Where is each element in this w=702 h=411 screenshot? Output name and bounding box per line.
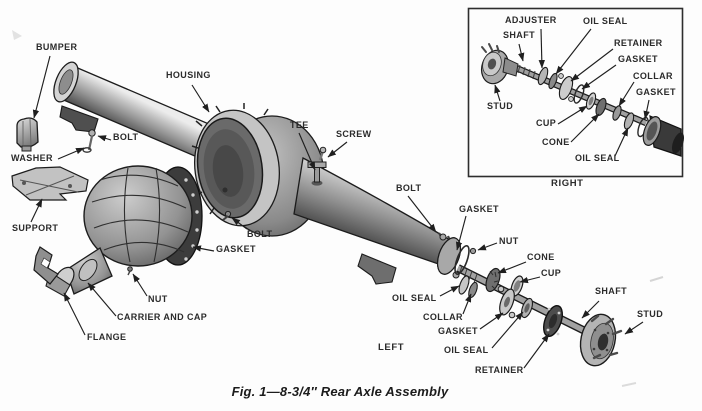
label-oil-seal-housing: OIL SEAL	[392, 293, 437, 303]
inset-label-collar: COLLAR	[633, 71, 673, 81]
support-bracket-drawing	[11, 166, 89, 201]
label-nut-axle: NUT	[499, 236, 519, 246]
label-bolt-housing: BOLT	[247, 229, 273, 239]
inset-label-adjuster: ADJUSTER	[505, 15, 557, 25]
print-artifacts	[12, 30, 664, 387]
hub-flange-drawing	[579, 313, 623, 367]
label-gasket-retainer: GASKET	[438, 326, 478, 336]
label-gasket-carrier: GASKET	[216, 244, 256, 254]
differential-carrier-drawing	[33, 165, 203, 297]
leader-lines	[30, 28, 650, 369]
label-washer: WASHER	[11, 153, 53, 163]
label-gasket-axle: GASKET	[459, 204, 499, 214]
inset-label-right-side: RIGHT	[551, 178, 584, 189]
label-oil-seal-retainer: OIL SEAL	[444, 345, 489, 355]
label-collar: COLLAR	[423, 312, 463, 322]
inset-label-gasket-1: GASKET	[618, 54, 658, 64]
label-shaft: SHAFT	[595, 286, 627, 296]
inset-label-cone: CONE	[542, 137, 570, 147]
label-retainer: RETAINER	[475, 365, 524, 375]
axle-shaft-parts-drawing	[436, 233, 587, 337]
label-nut-carrier: NUT	[148, 294, 168, 304]
inset-label-retainer: RETAINER	[614, 38, 663, 48]
label-support: SUPPORT	[12, 223, 59, 233]
label-tee: TEE	[290, 120, 309, 130]
figure-caption: Fig. 1—8-3/4″ Rear Axle Assembly	[231, 384, 449, 399]
bumper-drawing	[16, 117, 39, 152]
label-cone: CONE	[527, 252, 555, 262]
label-screw: SCREW	[336, 129, 372, 139]
inset-label-shaft: SHAFT	[503, 30, 535, 40]
inset-label-gasket-2: GASKET	[636, 87, 676, 97]
vent-tee-drawing	[307, 146, 327, 186]
inset-label-stud: STUD	[487, 101, 514, 111]
label-bumper: BUMPER	[36, 42, 78, 52]
inset-label-cup: CUP	[536, 118, 557, 128]
label-cup: CUP	[541, 268, 562, 278]
label-bolt-axle-tube: BOLT	[396, 183, 422, 193]
inset-label-oil-seal-2: OIL SEAL	[575, 153, 620, 163]
inset-shaft-parts-drawing	[480, 43, 685, 157]
label-bolt-washer: BOLT	[113, 132, 139, 142]
label-left-side: LEFT	[378, 342, 405, 353]
label-housing: HOUSING	[166, 70, 211, 80]
label-flange: FLANGE	[87, 332, 127, 342]
label-stud: STUD	[637, 309, 664, 319]
bolt-washer-parts-drawing	[82, 129, 96, 153]
inset-label-oil-seal-1: OIL SEAL	[583, 16, 628, 26]
label-carrier-and-cap: CARRIER AND CAP	[117, 312, 208, 322]
